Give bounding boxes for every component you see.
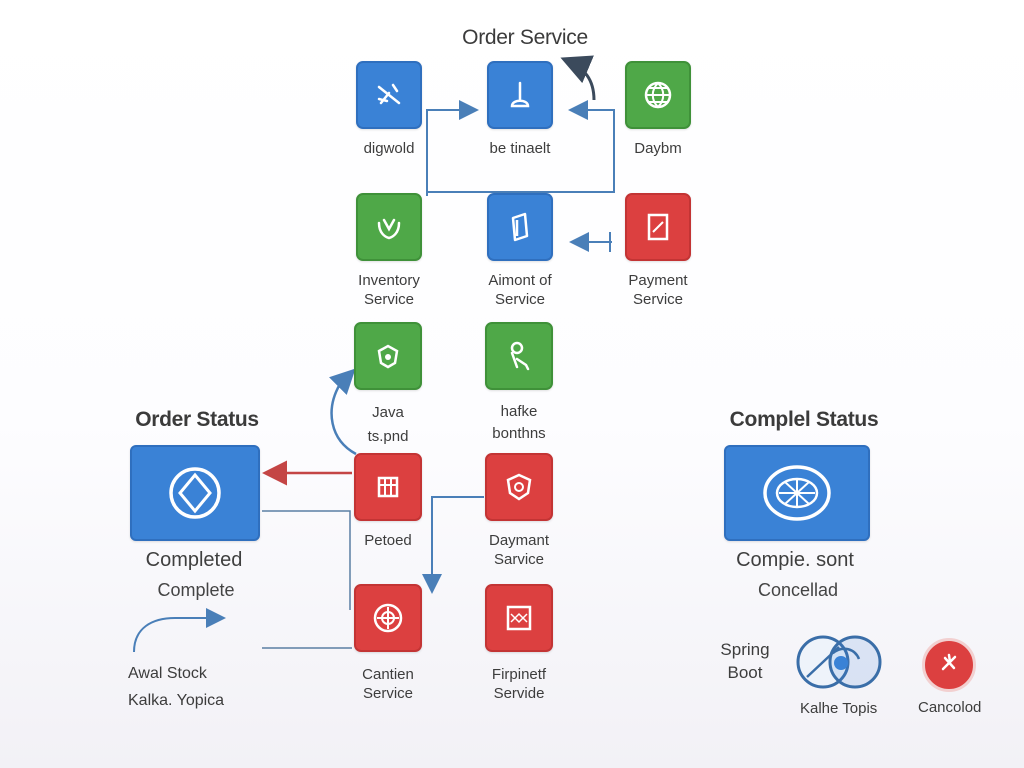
- cancel-icon: [936, 650, 962, 681]
- kafka-topics-badge[interactable]: [794, 635, 884, 692]
- node-n12[interactable]: [485, 584, 553, 652]
- node-n2[interactable]: [487, 61, 553, 129]
- edge-n9-n7: [329, 368, 357, 456]
- edge-n10-n11: [422, 496, 484, 594]
- complel-status-sub: Concellad: [757, 580, 839, 600]
- node-n2-label: be tinaelt: [489, 140, 551, 157]
- node-n8[interactable]: [485, 322, 553, 390]
- node-n6[interactable]: [625, 193, 691, 261]
- target-icon: [371, 601, 405, 635]
- node-n7[interactable]: [354, 322, 422, 390]
- edge-n4-n2: [426, 100, 479, 196]
- node-n4[interactable]: [356, 193, 422, 261]
- legend-line-2: Kalka. Yopica: [128, 692, 225, 709]
- node-n10[interactable]: [485, 453, 553, 521]
- hatched-square-icon: [503, 602, 535, 634]
- node-n11[interactable]: [354, 584, 422, 652]
- globe-icon: [641, 78, 675, 112]
- shield-leaf-icon: [373, 211, 405, 243]
- edge-title-curve: [560, 55, 596, 101]
- node-n1[interactable]: [356, 61, 422, 129]
- complel-status-box[interactable]: [724, 445, 870, 541]
- kafka-topics-label: Kalhe Topis: [800, 700, 878, 717]
- cancel-label: Cancolod: [918, 699, 982, 716]
- shield-icon: [503, 471, 535, 503]
- badge-icon: [373, 341, 403, 371]
- order-status-value: Completed: [145, 549, 243, 571]
- legend-line-1: Awal Stock: [128, 665, 207, 682]
- edge-status-n11: [262, 510, 351, 610]
- node-n5[interactable]: [487, 193, 553, 261]
- node-n3[interactable]: [625, 61, 691, 129]
- cancel-badge[interactable]: [922, 638, 976, 692]
- document-icon: [505, 210, 535, 244]
- edge-n4-n6: [427, 100, 615, 193]
- linked-circles-icon: [793, 633, 885, 696]
- crossed-tools-icon: [373, 79, 405, 111]
- node-n1-label: digwold: [363, 140, 415, 157]
- frame-icon: [643, 210, 673, 244]
- order-status-heading: Order Status: [135, 408, 259, 431]
- node-n9-label: Petoed: [364, 532, 412, 549]
- node-n9[interactable]: [354, 453, 422, 521]
- grid-box-icon: [373, 472, 403, 502]
- complel-status-heading: Complel Status: [729, 408, 879, 431]
- person-icon: [504, 339, 534, 373]
- complel-status-value: Compie. sont: [736, 549, 854, 571]
- ornate-globe-icon: [757, 462, 837, 524]
- edge-legend-curve: [133, 608, 226, 653]
- order-status-sub: Complete: [157, 580, 235, 600]
- order-status-box[interactable]: [130, 445, 260, 541]
- steering-wheel-icon: [160, 463, 230, 523]
- plunger-icon: [505, 79, 535, 111]
- node-n3-label: Daybm: [634, 140, 682, 157]
- diagram-title: Order Service: [462, 26, 588, 49]
